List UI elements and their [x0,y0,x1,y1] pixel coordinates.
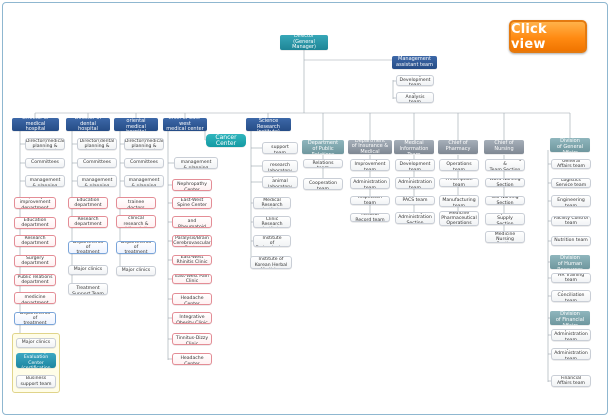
col8-item[interactable]: PACS team [395,196,435,205]
col2-item[interactable]: Committees [77,158,117,168]
col7-item[interactable]: Medical Record team [350,213,390,222]
col10-item[interactable]: Nurse Training &Team Section [485,159,525,171]
col4-item[interactable]: East-West Rhinitis Clinic [172,255,212,265]
col11-item[interactable]: Facility Control team [551,216,591,226]
col1-item[interactable]: Team of management& planning [25,175,65,187]
cancer-center[interactable]: Cancer Center [206,134,246,147]
click-view-button[interactable]: Click view [509,20,587,53]
col1-item[interactable]: Committees [25,158,65,168]
col10-item[interactable]: ICU Nursing Section [485,196,525,205]
major-clinics[interactable]: Major clinics [16,338,56,348]
col11-item[interactable]: General Affairs team [551,159,591,169]
col7-item[interactable]: Inspection team [350,196,390,205]
col6-item[interactable]: Public Relations team [303,159,343,168]
col9-head[interactable]: Chief of Pharmacy [438,140,478,154]
col11-item[interactable]: HR Training team [551,273,591,283]
medical-disability-evaluation-center[interactable]: Medical DisabilityEvaluation Center(cert… [16,353,56,368]
col9-item[interactable]: Prescription team [439,178,479,187]
col10-item[interactable]: Ward Nursing Section [485,178,525,187]
director-box[interactable]: Director(General Manager) [280,35,328,50]
col2-item[interactable]: Team of management& planning [77,175,117,187]
col3-item[interactable]: Committees [124,158,164,168]
col4-item[interactable]: East-West Pain Clinic [172,274,212,284]
col3-item[interactable]: Major clinics [116,266,156,276]
col4-item[interactable]: Team of management& planning [174,157,218,169]
col4-item[interactable]: East-West Paralysis/Brain(Cerebrovascula… [172,235,212,247]
col11-item[interactable]: Nutrition team [551,236,591,246]
col11-item[interactable]: Logistics Service team [551,178,591,188]
col10-head[interactable]: Chief of Nursing [484,140,524,154]
col9-item[interactable]: Oriental MedicinePharmaceuticalOperation… [439,211,479,226]
col2-item[interactable]: Major clinics [68,265,108,275]
col3-item[interactable]: Team of management& planning [124,175,164,187]
